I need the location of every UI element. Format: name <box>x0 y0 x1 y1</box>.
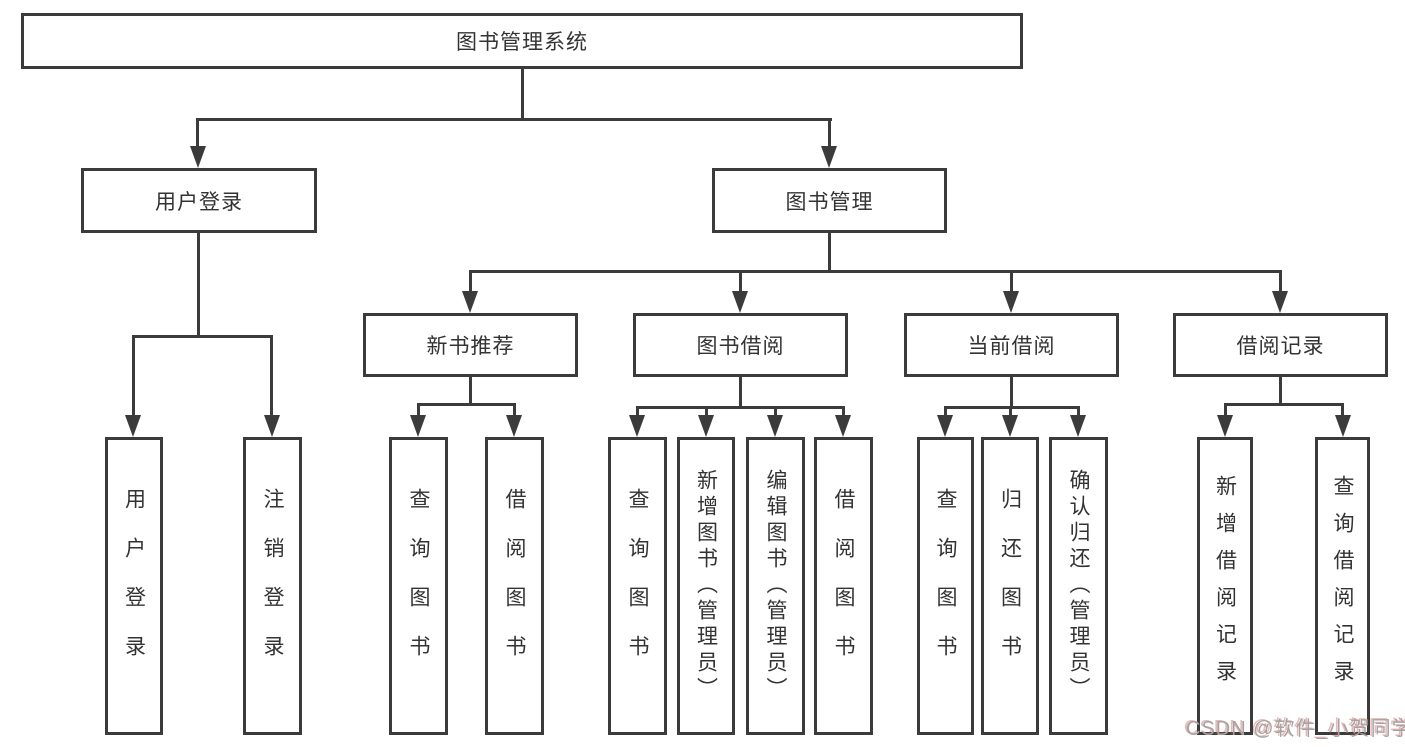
node-edit-book-admin-label: 编辑图书（管理员） <box>764 469 787 703</box>
node-confirm-return-admin: 确认归还（管理员） <box>1049 437 1108 735</box>
node-book-borrow-label: 图书借阅 <box>696 335 785 358</box>
node-user-login-label: 用户登录 <box>155 190 243 214</box>
node-add-borrow-record-label: 新增借阅记录 <box>1213 475 1237 697</box>
arrowhead-new-book <box>462 291 478 313</box>
node-borrow-records-label: 借阅记录 <box>1236 335 1325 358</box>
connector-user-login-stem <box>196 118 199 148</box>
connector-borrow-records-stem <box>1279 270 1282 293</box>
arrowhead-d3 <box>1070 415 1086 437</box>
node-current-borrow: 当前借阅 <box>904 313 1119 377</box>
node-book-borrow: 图书借阅 <box>633 313 848 377</box>
arrowhead-d1 <box>937 415 953 437</box>
arrowhead-logout-leaf <box>264 415 280 437</box>
connector-d2-stem <box>1009 406 1012 417</box>
connector-d3-stem <box>1077 406 1080 417</box>
connector-new-book-branch <box>417 403 516 406</box>
connector-b1-stem <box>417 403 420 417</box>
connector-book-management-trunk <box>828 233 831 270</box>
arrowhead-b1 <box>410 415 426 437</box>
connector-new-book-trunk <box>469 377 472 403</box>
node-borrow-query-books-label: 查询图书 <box>626 488 649 684</box>
node-book-management-label: 图书管理 <box>785 190 874 214</box>
node-borrow-borrow-books-label: 借阅图书 <box>832 488 855 684</box>
connector-e1-stem <box>1224 403 1227 417</box>
connector-login-leaf-stem <box>132 335 135 417</box>
connector-new-book-stem <box>469 270 472 293</box>
node-user-login-leaf-label: 用户登录 <box>122 488 146 684</box>
node-recommend-borrow-books: 借阅图书 <box>485 437 544 735</box>
arrowhead-c1 <box>629 415 645 437</box>
connector-book-management-stem <box>828 118 831 148</box>
arrowhead-borrow-records <box>1272 291 1288 313</box>
node-add-book-admin: 新增图书（管理员） <box>677 437 735 735</box>
node-add-borrow-record: 新增借阅记录 <box>1197 437 1253 735</box>
connector-current-borrow-trunk <box>1010 377 1013 406</box>
arrowhead-book-management <box>821 146 837 168</box>
node-borrow-records: 借阅记录 <box>1173 313 1388 377</box>
arrowhead-b2 <box>506 415 522 437</box>
node-recommend-query-books-label: 查询图书 <box>407 488 430 684</box>
node-confirm-return-admin-label: 确认归还（管理员） <box>1067 469 1090 703</box>
connector-user-login-branch <box>132 335 273 338</box>
connector-c3-stem <box>774 406 777 417</box>
connector-current-borrow-branch <box>944 406 1080 409</box>
node-new-book-recommend: 新书推荐 <box>363 313 578 377</box>
connector-book-borrow-trunk <box>739 377 742 406</box>
arrowhead-c2 <box>698 415 714 437</box>
connector-e2-stem <box>1341 403 1344 417</box>
arrowhead-c4 <box>835 415 851 437</box>
node-logout: 注销登录 <box>243 437 302 735</box>
arrowhead-c3 <box>767 415 783 437</box>
arrowhead-book-borrow <box>732 291 748 313</box>
connector-current-borrow-stem <box>1010 270 1013 293</box>
node-user-login-leaf: 用户登录 <box>105 437 163 735</box>
connector-borrow-records-trunk <box>1279 377 1282 403</box>
node-edit-book-admin: 编辑图书（管理员） <box>746 437 805 735</box>
arrowhead-login-leaf <box>125 415 141 437</box>
node-recommend-borrow-books-label: 借阅图书 <box>503 488 526 684</box>
arrowhead-current-borrow <box>1003 291 1019 313</box>
connector-c1-stem <box>636 406 639 417</box>
connector-level1-branch <box>196 118 832 121</box>
connector-d1-stem <box>944 406 947 417</box>
connector-borrow-records-branch <box>1224 403 1344 406</box>
node-book-management: 图书管理 <box>712 168 947 233</box>
node-current-borrow-label: 当前借阅 <box>967 335 1056 358</box>
arrowhead-user-login <box>190 146 206 168</box>
arrowhead-d2 <box>1002 415 1018 437</box>
connector-c2-stem <box>705 406 708 417</box>
node-query-borrow-record: 查询借阅记录 <box>1315 437 1370 735</box>
connector-book-borrow-stem <box>739 270 742 293</box>
node-return-book-label: 归还图书 <box>998 488 1022 684</box>
node-borrow-borrow-books: 借阅图书 <box>814 437 873 735</box>
arrowhead-e2 <box>1335 415 1351 437</box>
node-return-book: 归还图书 <box>981 437 1039 735</box>
connector-logout-leaf-stem <box>270 335 273 417</box>
connector-b2-stem <box>513 403 516 417</box>
node-add-book-admin-label: 新增图书（管理员） <box>694 469 718 703</box>
node-current-query-books: 查询图书 <box>917 437 974 735</box>
node-recommend-query-books: 查询图书 <box>389 437 448 735</box>
csdn-watermark: CSDN @软件_小贺同学 <box>1186 718 1405 740</box>
node-book-management-system-label: 图书管理系统 <box>456 31 588 54</box>
node-user-login: 用户登录 <box>81 168 317 233</box>
connector-root-trunk <box>521 69 524 118</box>
node-book-management-system: 图书管理系统 <box>21 13 1023 69</box>
node-logout-label: 注销登录 <box>261 488 284 684</box>
connector-c4-stem <box>842 406 845 417</box>
node-query-borrow-record-label: 查询借阅记录 <box>1331 475 1354 697</box>
node-current-query-books-label: 查询图书 <box>934 488 957 684</box>
node-new-book-recommend-label: 新书推荐 <box>426 335 515 358</box>
connector-level3-branch <box>469 270 1282 273</box>
arrowhead-e1 <box>1217 415 1233 437</box>
connector-user-login-trunk <box>197 233 200 335</box>
connector-book-borrow-branch <box>636 406 845 409</box>
node-borrow-query-books: 查询图书 <box>608 437 667 735</box>
